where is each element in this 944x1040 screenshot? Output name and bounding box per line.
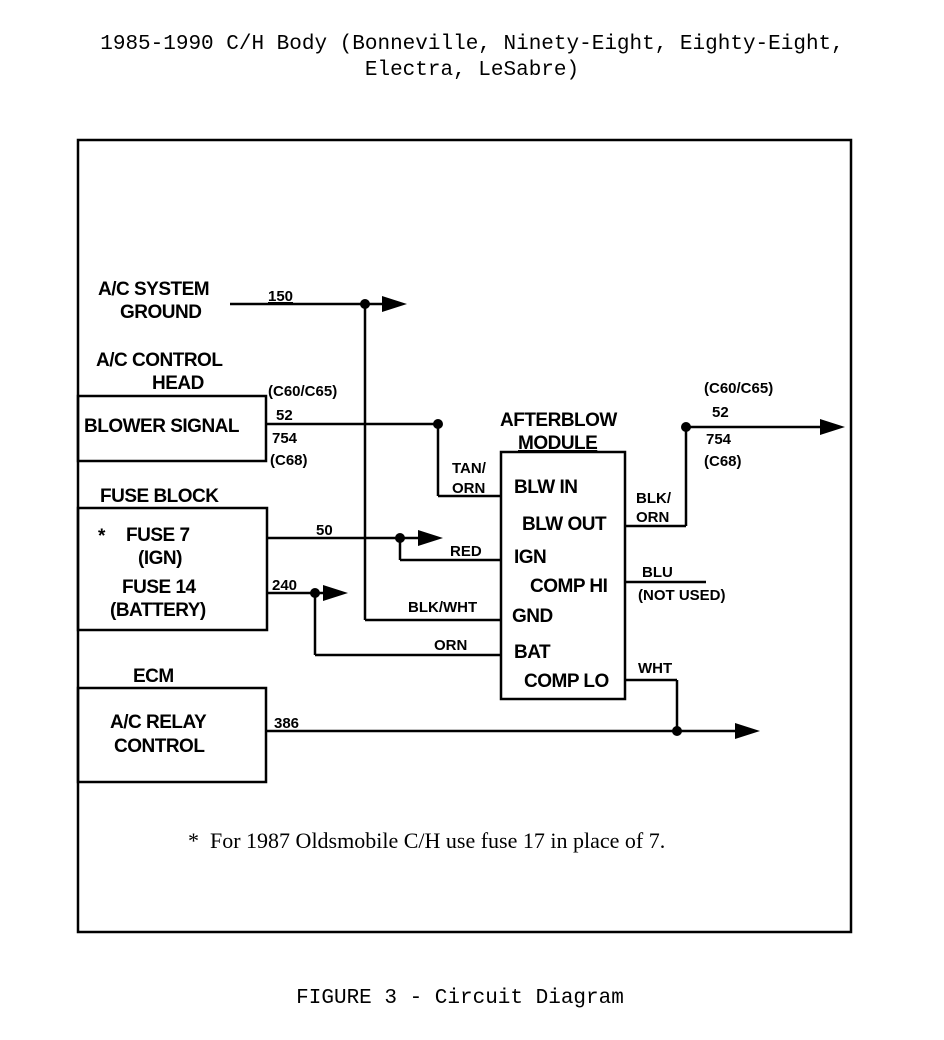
wire-label-blk: BLK/ — [636, 490, 672, 507]
wire-label-52-left: 52 — [276, 407, 293, 424]
arrow-386 — [735, 723, 760, 739]
label-module: MODULE — [518, 433, 597, 454]
wire-label-blk-orn: ORN — [636, 509, 669, 526]
wire-label-50: 50 — [316, 522, 333, 539]
ac-relay-box — [76, 686, 268, 784]
figure-caption: FIGURE 3 - Circuit Diagram — [296, 987, 624, 1010]
junction-386 — [672, 726, 682, 736]
diagram-frame — [76, 138, 853, 934]
wire-label-240: 240 — [272, 577, 297, 594]
label-fuse-7: FUSE 7 — [126, 525, 190, 546]
arrow-240 — [323, 585, 348, 601]
afterblow-module-box — [499, 450, 627, 701]
footnote: * For 1987 Oldsmobile C/H use fuse 17 in… — [188, 828, 665, 853]
junction-52-left — [433, 419, 443, 429]
wire-label-not-used: (NOT USED) — [638, 587, 726, 604]
pin-ign: IGN — [514, 547, 546, 568]
wire-label-52-right: 52 — [712, 404, 729, 421]
junction-52-right — [681, 422, 691, 432]
fuse-block-box — [76, 506, 269, 632]
page-title: 1985-1990 C/H Body (Bonneville, Ninety-E… — [0, 32, 944, 84]
pin-gnd: GND — [512, 606, 553, 627]
pin-blw-out: BLW OUT — [522, 514, 607, 535]
wire-label-c60-right: (C60/C65) — [704, 380, 773, 397]
pin-bat: BAT — [514, 642, 551, 663]
label-ac-relay: A/C RELAY — [110, 712, 207, 733]
label-control: CONTROL — [114, 736, 205, 757]
label-fuse-block: FUSE BLOCK — [100, 486, 219, 507]
pin-comp-lo: COMP LO — [524, 671, 609, 692]
junction-50 — [395, 533, 405, 543]
wire-label-tan: TAN/ — [452, 460, 487, 477]
label-ecm: ECM — [133, 666, 174, 687]
label-fuse-14: FUSE 14 — [122, 577, 197, 598]
label-blower-signal: BLOWER SIGNAL — [84, 416, 240, 437]
junction-150 — [360, 299, 370, 309]
wire-label-c68-left: (C68) — [270, 452, 308, 469]
wire-label-red: RED — [450, 543, 482, 560]
wire-label-c60-left: (C60/C65) — [268, 383, 337, 400]
wire-label-386: 386 — [274, 715, 299, 732]
wire-label-blu: BLU — [642, 564, 673, 581]
label-ac-system: A/C SYSTEM — [98, 279, 209, 300]
title-line-1: 1985-1990 C/H Body (Bonneville, Ninety-E… — [100, 33, 844, 56]
pin-comp-hi: COMP HI — [530, 576, 608, 597]
arrow-52-right — [820, 419, 845, 435]
wire-label-150: 150 — [268, 288, 293, 305]
label-afterblow: AFTERBLOW — [500, 410, 617, 431]
wire-label-orn: ORN — [434, 637, 467, 654]
label-head: HEAD — [152, 373, 204, 394]
wire-label-754-right: 754 — [706, 431, 732, 448]
title-line-2: Electra, LeSabre) — [364, 59, 580, 82]
wire-label-754-left: 754 — [272, 430, 298, 447]
wire-label-blk-wht: BLK/WHT — [408, 599, 477, 616]
label-ground: GROUND — [120, 302, 201, 323]
junction-240 — [310, 588, 320, 598]
label-battery: (BATTERY) — [110, 600, 206, 621]
arrow-150 — [382, 296, 407, 312]
label-fuse7-star: * — [98, 526, 106, 547]
label-ac-control: A/C CONTROL — [96, 350, 223, 371]
arrow-50 — [418, 530, 443, 546]
wire-label-tan-orn: ORN — [452, 480, 485, 497]
label-ign: (IGN) — [138, 548, 182, 569]
pin-blw-in: BLW IN — [514, 477, 578, 498]
blower-signal-box — [76, 394, 268, 463]
wire-label-wht: WHT — [638, 660, 672, 677]
wire-label-c68-right: (C68) — [704, 453, 742, 470]
